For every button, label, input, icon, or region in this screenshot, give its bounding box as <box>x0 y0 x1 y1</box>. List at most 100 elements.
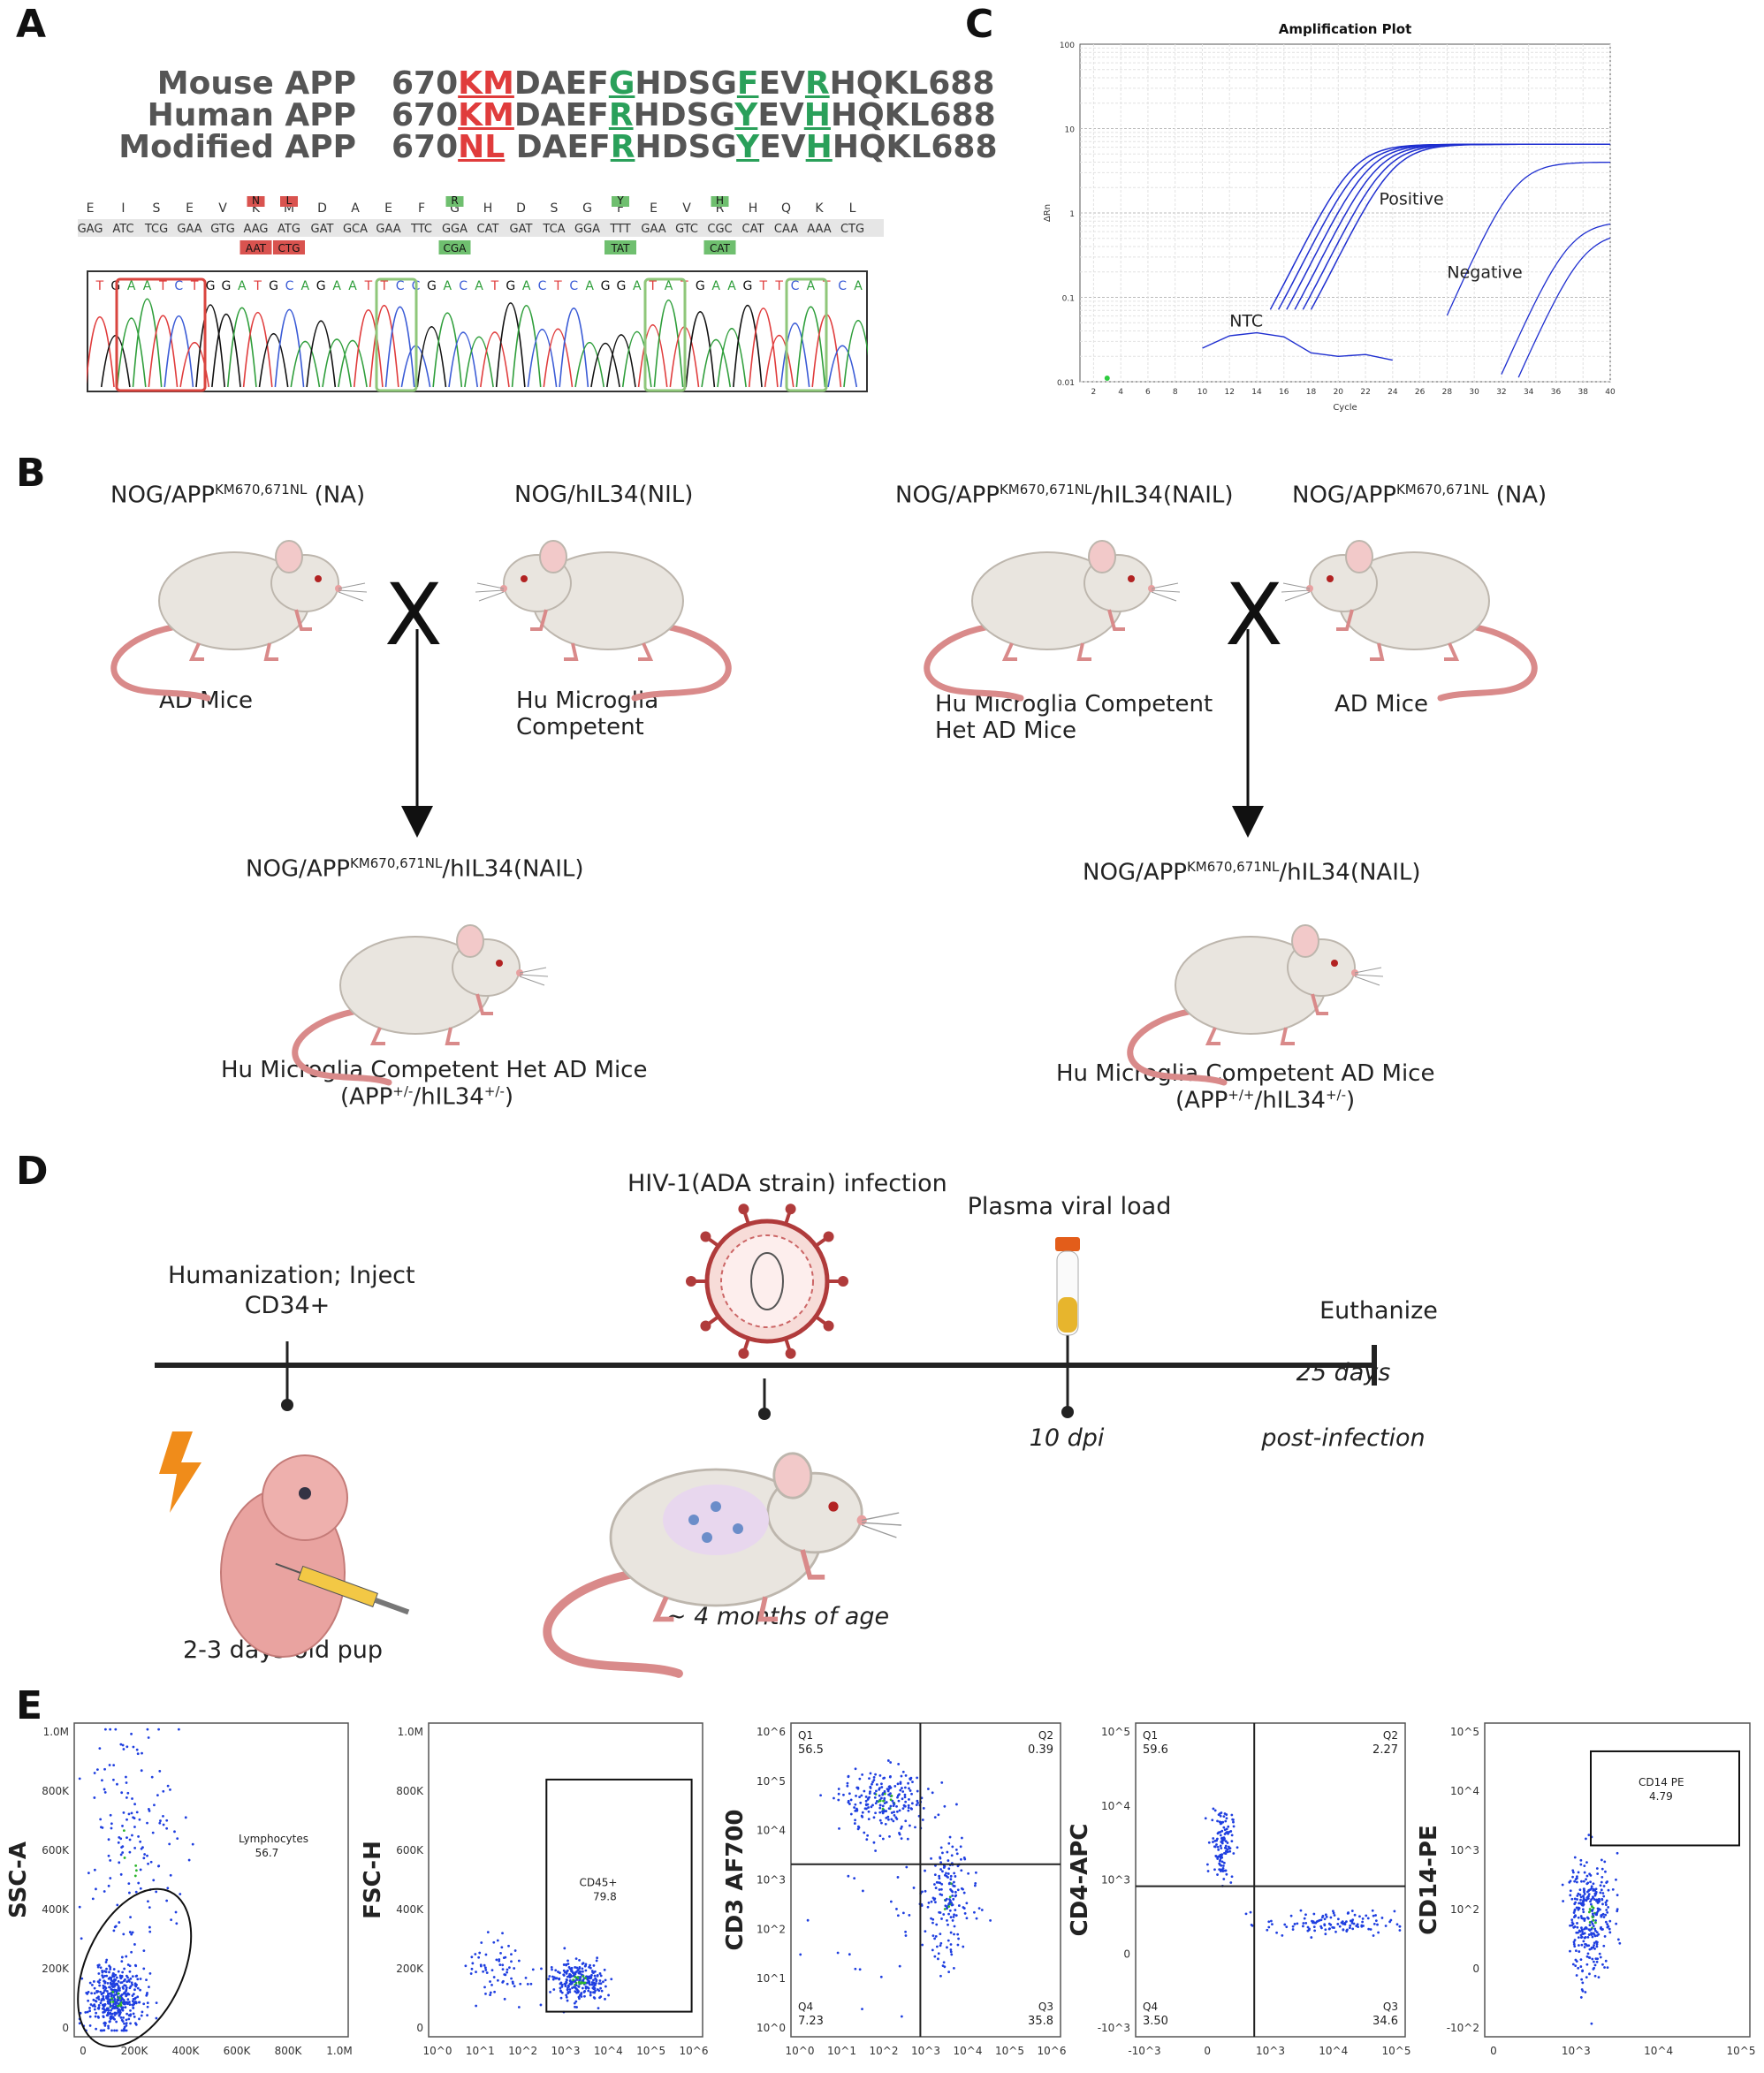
flow-x-tick: 10^4 <box>594 2045 623 2057</box>
event-dot <box>111 2016 114 2019</box>
negative-curve <box>1446 161 1611 316</box>
flow-y-tick: 10^6 <box>757 1726 786 1738</box>
event-dot <box>956 1888 960 1892</box>
event-dot <box>1324 1913 1327 1917</box>
event-dot <box>949 1950 953 1954</box>
event-dot <box>1616 1851 1619 1855</box>
event-dot <box>878 1773 882 1777</box>
event-dot <box>133 1874 137 1878</box>
event-dot <box>580 1995 583 1998</box>
event-dot <box>550 1965 553 1969</box>
panel-label-c: C <box>965 2 994 47</box>
event-dot <box>1223 1851 1226 1855</box>
event-dot <box>954 1914 958 1917</box>
event-dot <box>1588 1908 1592 1910</box>
event-dot <box>125 1993 128 1997</box>
event-dot <box>119 1743 123 1746</box>
event-dot <box>924 1889 927 1893</box>
event-dot <box>114 1728 118 1731</box>
gate-name: CD14 PE <box>1639 1776 1684 1788</box>
event-dot <box>1578 1950 1581 1953</box>
event-dot <box>464 1964 468 1968</box>
event-dot <box>1572 1911 1576 1914</box>
quadrant-value: 56.5 <box>798 1743 824 1757</box>
event-dot <box>1226 1841 1229 1844</box>
event-dot <box>1594 1919 1597 1922</box>
event-dot <box>1212 1837 1215 1840</box>
amp-y-tick: 1 <box>1069 210 1075 219</box>
event-dot <box>120 1974 124 1978</box>
event-dot <box>946 1919 948 1922</box>
event-dot <box>562 1963 566 1966</box>
event-dot <box>121 1997 124 2001</box>
event-dot <box>853 1806 856 1809</box>
event-dot <box>1582 1910 1585 1914</box>
event-dot <box>120 1955 124 1959</box>
event-dot <box>147 1862 149 1865</box>
event-dot <box>1575 1906 1578 1910</box>
event-dot <box>501 1963 505 1967</box>
event-dot <box>135 1974 139 1978</box>
event-dot <box>1615 1878 1617 1881</box>
base-call: G <box>696 279 705 293</box>
event-dot <box>1211 1819 1214 1822</box>
event-dot <box>565 1963 568 1967</box>
event-dot <box>1576 1922 1578 1925</box>
event-dot <box>949 1878 953 1881</box>
event-dot <box>897 1762 901 1765</box>
event-dot <box>901 1797 904 1801</box>
event-dot <box>107 2007 110 2010</box>
event-dot <box>1601 1898 1604 1902</box>
event-dot <box>1345 1930 1349 1933</box>
event-dot <box>102 1984 105 1987</box>
event-dot <box>868 1792 871 1795</box>
flow-x-tick: 0 <box>1490 2045 1497 2057</box>
event-dot <box>593 1970 597 1973</box>
event-dot <box>113 2013 117 2016</box>
trace-peak <box>274 308 305 388</box>
event-dot <box>100 1993 103 1996</box>
codon-label: AAG <box>244 223 269 236</box>
event-dot <box>97 1972 101 1975</box>
event-dot <box>1585 1878 1587 1881</box>
event-dot <box>1583 1892 1586 1895</box>
event-dot <box>574 1957 578 1961</box>
event-dot <box>604 1978 607 1982</box>
event-dot <box>574 1990 577 1993</box>
event-dot <box>1360 1924 1364 1927</box>
event-dot <box>91 2004 95 2008</box>
event-dot <box>548 1975 551 1978</box>
event-dot <box>146 2001 149 2005</box>
event-dot <box>1569 1924 1571 1927</box>
flow-x-tick: 10^0 <box>786 2045 815 2057</box>
event-dot <box>1581 1981 1585 1985</box>
flow-cytometry-plots: FSC-ASSC-A0200K400K600K800K1.0M0200K400K… <box>5 1722 1755 2057</box>
event-dot <box>98 1978 102 1982</box>
event-dot <box>951 1919 954 1922</box>
amino-acid-label: V <box>218 201 227 216</box>
gate-name: Lymphocytes <box>239 1833 308 1845</box>
event-dot <box>86 2010 89 2014</box>
event-dot <box>102 1994 105 1998</box>
event-dot <box>934 1887 938 1889</box>
event-dot <box>132 2007 135 2009</box>
event-dot <box>117 2009 120 2013</box>
event-dot <box>859 1801 863 1804</box>
amp-x-tick: 26 <box>1415 388 1426 397</box>
event-dot <box>909 1789 912 1792</box>
event-dot <box>133 1963 137 1967</box>
base-call: C <box>459 279 468 293</box>
event-dot <box>924 1869 926 1872</box>
codon-label: GAA <box>376 223 400 236</box>
event-dot <box>583 1994 586 1998</box>
trace-peak <box>653 300 684 388</box>
event-dot <box>510 1960 513 1963</box>
event-dot <box>951 1894 954 1897</box>
substitution-codon-box <box>438 240 471 254</box>
event-dot <box>1593 1966 1596 1970</box>
event-dot <box>889 1900 893 1903</box>
event-dot <box>878 1803 882 1807</box>
event-dot <box>1222 1861 1226 1864</box>
event-dot <box>853 1877 856 1880</box>
event-dot <box>484 1969 488 1971</box>
